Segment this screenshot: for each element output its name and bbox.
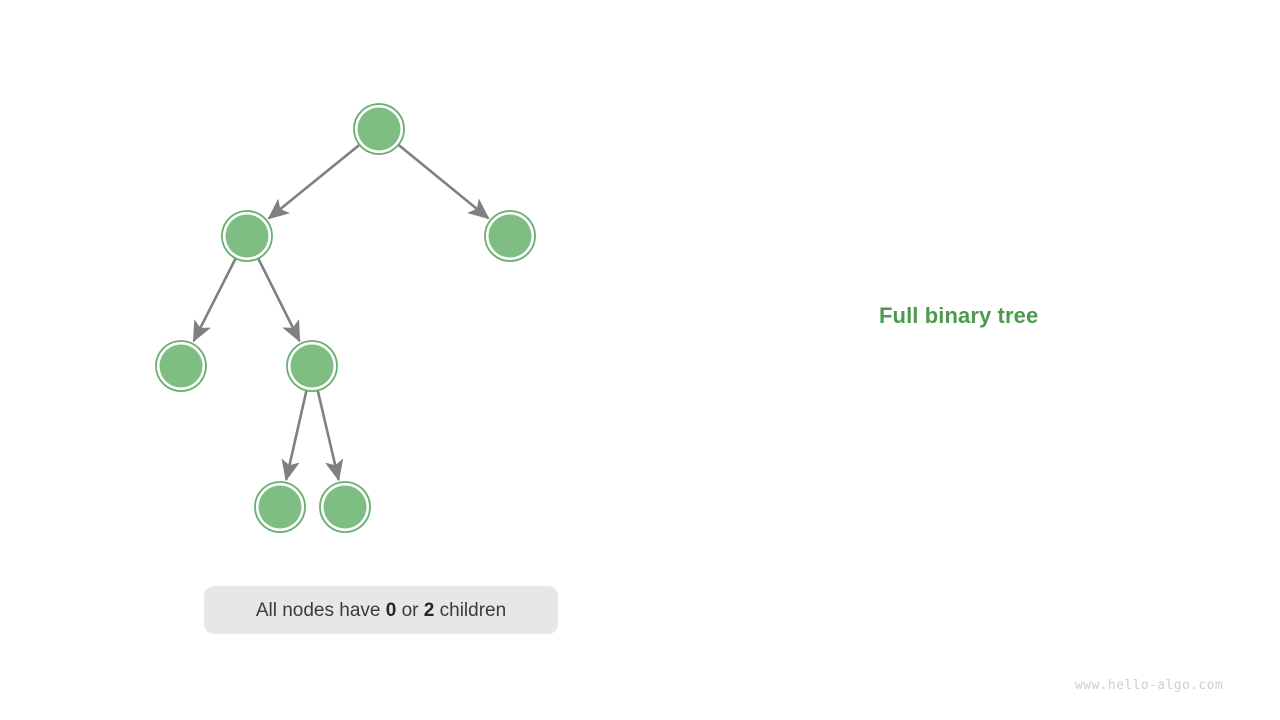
tree-nodes (155, 103, 536, 533)
caption-suffix: children (434, 599, 507, 621)
tree-edge (316, 389, 344, 482)
tree-edge (396, 143, 490, 220)
caption-prefix: All nodes have (255, 599, 386, 621)
tree-edges (192, 143, 490, 482)
node-fill (159, 344, 203, 388)
tree-node[interactable] (155, 340, 207, 392)
caption-badge: All nodes have 0 or 2 children (204, 586, 558, 634)
tree-node[interactable] (254, 481, 306, 533)
node-fill (225, 214, 269, 258)
tree-edge (281, 389, 308, 482)
node-fill (357, 107, 401, 151)
tree-node[interactable] (484, 210, 536, 262)
caption-count-zero: 0 (385, 599, 397, 621)
node-fill (323, 485, 367, 529)
caption-text: All nodes have 0 or 2 children (256, 601, 506, 620)
caption-count-two: 2 (423, 599, 435, 621)
page-title: Full binary tree (879, 303, 1039, 328)
tree-node[interactable] (353, 103, 405, 155)
node-fill (258, 485, 302, 529)
tree-edge (267, 143, 362, 220)
tree-edge (192, 256, 238, 343)
caption-middle: or (396, 599, 424, 621)
tree-node[interactable] (319, 481, 371, 533)
tree-edge (256, 256, 301, 343)
tree-node[interactable] (221, 210, 273, 262)
tree-node[interactable] (286, 340, 338, 392)
watermark: www.hello-algo.com (1075, 678, 1224, 693)
node-fill (290, 344, 334, 388)
node-fill (488, 214, 532, 258)
